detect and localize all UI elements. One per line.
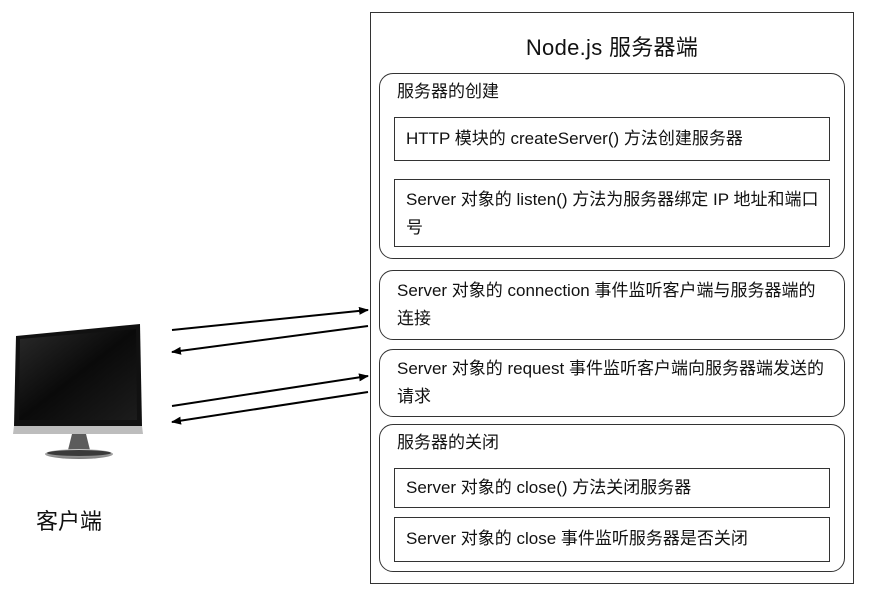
arrow-response [171,391,369,425]
listen-text: Server 对象的 listen() 方法为服务器绑定 IP 地址和端口号 [406,190,819,237]
server-container [370,12,854,584]
monitor-icon [13,324,143,459]
connection-event-text: Server 对象的 connection 事件监听客户端与服务器端的连接 [397,281,816,328]
close-method-text: Server 对象的 close() 方法关闭服务器 [406,478,692,497]
server-title: Node.js 服务器端 [525,35,699,60]
closing-label: 服务器的关闭 [397,433,499,452]
client-computer [12,322,146,462]
request-event-box [379,349,845,417]
arrow-connect-response [171,325,369,355]
close-event-text: Server 对象的 close 事件监听服务器是否关闭 [406,529,748,548]
creation-label: 服务器的创建 [397,82,499,101]
create-server-box: HTTP 模块的 createServer() 方法创建服务器 [394,117,830,161]
client-label: 客户端 [36,509,103,534]
creation-group [379,73,845,259]
close-method-box: Server 对象的 close() 方法关闭服务器 [394,468,830,508]
listen-box: Server 对象的 listen() 方法为服务器绑定 IP 地址和端口号 [394,179,830,247]
arrow-request [171,373,369,407]
connection-event-box [379,270,845,340]
create-server-text: HTTP 模块的 createServer() 方法创建服务器 [406,129,743,148]
closing-group [379,424,845,572]
arrow-connect-request [171,306,369,331]
close-event-box: Server 对象的 close 事件监听服务器是否关闭 [394,517,830,562]
request-event-text: Server 对象的 request 事件监听客户端向服务器端发送的请求 [397,359,824,406]
